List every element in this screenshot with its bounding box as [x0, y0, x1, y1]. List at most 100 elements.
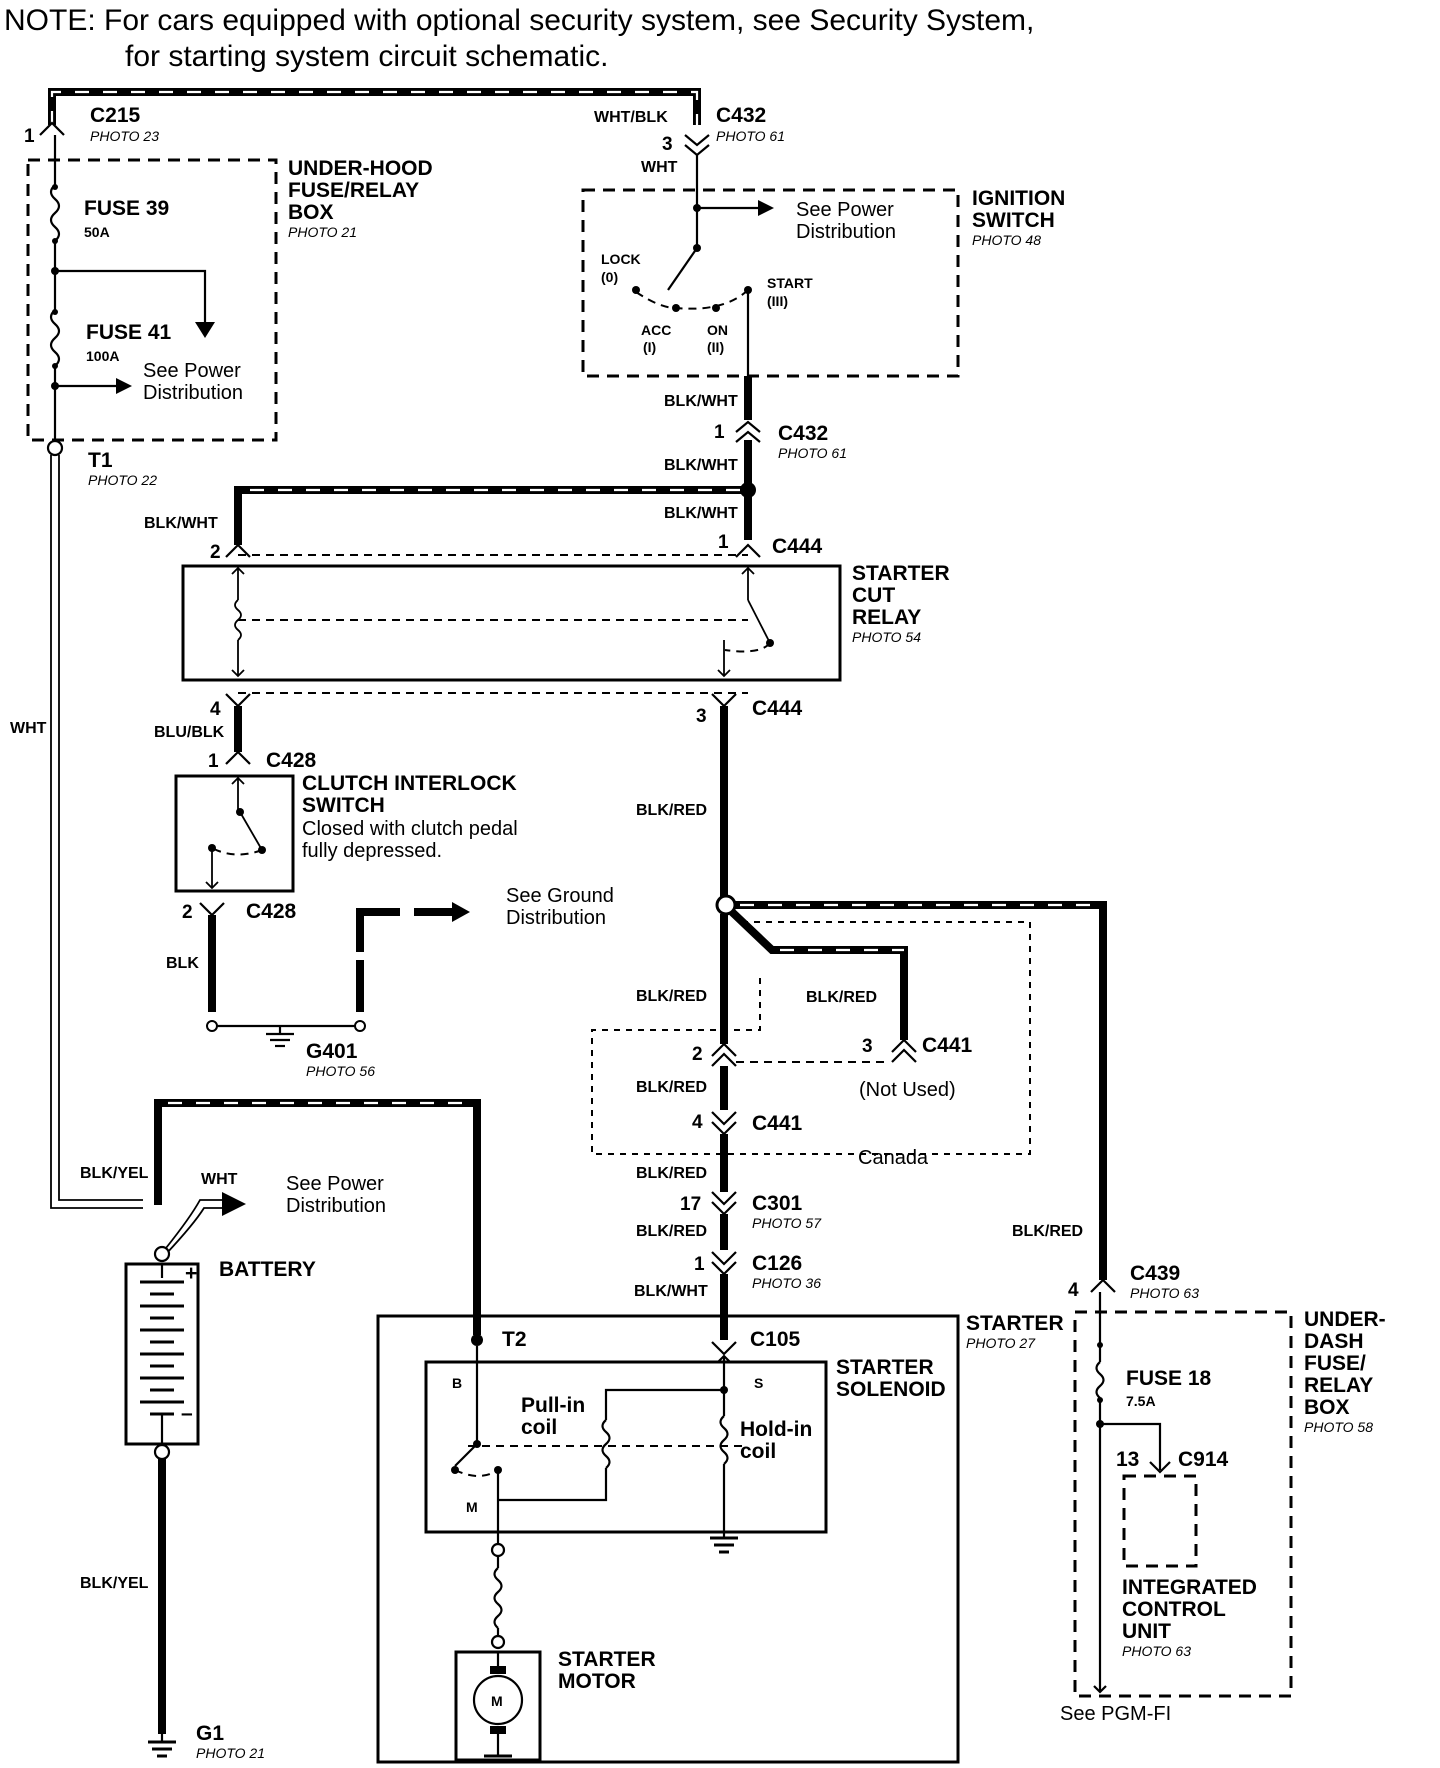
wire-label-blk-red-right: BLK/RED — [1012, 1223, 1083, 1240]
fuse-39-branch — [55, 269, 215, 338]
ignition-power-distribution: See Power Distribution — [796, 199, 896, 243]
starter-cut-relay-label: STARTER CUT RELAY PHOTO 54 — [852, 562, 950, 645]
svg-text:PHOTO 48: PHOTO 48 — [972, 232, 1041, 248]
svg-text:Pull-in: Pull-in — [521, 1394, 585, 1417]
svg-text:(0): (0) — [601, 269, 618, 285]
svg-text:C301: C301 — [752, 1192, 803, 1215]
connector-c432-bottom: 1 C432 PHOTO 61 — [714, 420, 847, 461]
wire-label-blk-yel-top: BLK/YEL — [80, 1165, 149, 1182]
wire-label-blk-wht-1: BLK/WHT — [664, 393, 738, 410]
wire-label-blk-wht-left: BLK/WHT — [144, 515, 218, 532]
svg-text:C432: C432 — [716, 104, 766, 127]
svg-text:SOLENOID: SOLENOID — [836, 1378, 946, 1401]
svg-text:(III): (III) — [767, 293, 788, 309]
svg-text:CONTROL: CONTROL — [1122, 1598, 1226, 1621]
fuse-41: FUSE 41 100A — [49, 309, 172, 440]
c215-pin: 1 — [24, 126, 35, 147]
wire-battery-to-t2 — [154, 1099, 481, 1335]
ground-distribution-note: See Ground Distribution — [506, 885, 614, 929]
svg-text:PHOTO 22: PHOTO 22 — [88, 472, 157, 488]
svg-text:PHOTO 56: PHOTO 56 — [306, 1063, 375, 1079]
ground-g1: G1 PHOTO 21 — [148, 1722, 265, 1761]
see-pgm-fi-note: See PGM-FI — [1060, 1703, 1171, 1725]
svg-text:PHOTO 63: PHOTO 63 — [1122, 1643, 1191, 1659]
note-line-1: NOTE: For cars equipped with optional se… — [4, 4, 1034, 37]
svg-text:UNIT: UNIT — [1122, 1620, 1171, 1643]
svg-text:C126: C126 — [752, 1252, 802, 1275]
connector-c441-3: 3 C441 — [862, 1034, 973, 1063]
svg-text:C441: C441 — [752, 1112, 803, 1135]
svg-text:T1: T1 — [88, 449, 113, 472]
svg-text:FUSE 18: FUSE 18 — [1126, 1367, 1212, 1390]
c215-label: C215 — [90, 104, 141, 127]
svg-text:2: 2 — [692, 1044, 703, 1065]
underdash-fuse-relay-box — [1073, 1310, 1293, 1698]
svg-text:BOX: BOX — [1304, 1396, 1350, 1419]
connector-c439: 4 C439 PHOTO 63 — [1068, 1262, 1199, 1301]
svg-text:C105: C105 — [750, 1328, 801, 1351]
svg-text:PHOTO 61: PHOTO 61 — [778, 445, 847, 461]
svg-text:Closed with clutch pedal: Closed with clutch pedal — [302, 818, 518, 840]
svg-text:Distribution: Distribution — [286, 1195, 386, 1217]
svg-text:IGNITION: IGNITION — [972, 187, 1065, 210]
wire-label-blu-blk: BLU/BLK — [154, 724, 225, 741]
svg-text:4: 4 — [1068, 1280, 1079, 1301]
svg-text:C428: C428 — [246, 900, 297, 923]
svg-text:1: 1 — [208, 751, 219, 772]
connector-c428-bottom: 2 C428 — [182, 900, 297, 923]
svg-text:STARTER: STARTER — [836, 1356, 934, 1379]
svg-text:7.5A: 7.5A — [1126, 1393, 1156, 1409]
battery-negative-terminal — [153, 1443, 171, 1461]
svg-text:UNDER-HOOD: UNDER-HOOD — [288, 157, 433, 180]
hold-in-coil-label: Hold-in coil — [740, 1418, 812, 1463]
svg-text:C439: C439 — [1130, 1262, 1180, 1285]
svg-text:SWITCH: SWITCH — [302, 794, 385, 817]
underdash-label: UNDER- DASH FUSE/ RELAY BOX PHOTO 58 — [1304, 1308, 1386, 1435]
svg-text:FUSE/RELAY: FUSE/RELAY — [288, 179, 419, 202]
svg-text:CLUTCH INTERLOCK: CLUTCH INTERLOCK — [302, 772, 517, 795]
wire-label-wht-left: WHT — [10, 720, 47, 737]
wire-top-wht — [48, 88, 701, 125]
connector-c444-bottom: 4 3 C444 — [210, 692, 803, 727]
battery-plus-sign: + — [185, 1262, 197, 1285]
svg-text:13: 13 — [1116, 1448, 1139, 1471]
fuse-41-rating: 100A — [86, 348, 119, 364]
starter-motor-symbol: M — [472, 1652, 524, 1764]
connector-c432-top: WHT/BLK C432 PHOTO 61 3 WHT — [594, 104, 785, 176]
connector-c914: 13 C914 — [1100, 1422, 1229, 1474]
clutch-interlock-label: CLUTCH INTERLOCK SWITCH Closed with clut… — [302, 772, 518, 862]
svg-text:PHOTO 21: PHOTO 21 — [288, 224, 357, 240]
svg-text:C441: C441 — [922, 1034, 973, 1057]
svg-text:PHOTO 63: PHOTO 63 — [1130, 1285, 1199, 1301]
svg-text:3: 3 — [696, 706, 707, 727]
wire-label-blk-red-3: BLK/RED — [636, 1079, 707, 1096]
svg-text:STARTER: STARTER — [852, 562, 950, 585]
svg-text:MOTOR: MOTOR — [558, 1670, 636, 1693]
svg-text:PHOTO 57: PHOTO 57 — [752, 1215, 822, 1231]
svg-text:PHOTO 21: PHOTO 21 — [196, 1745, 265, 1761]
not-used-label: (Not Used) — [859, 1079, 956, 1101]
svg-text:(II): (II) — [707, 339, 724, 355]
svg-text:RELAY: RELAY — [1304, 1374, 1373, 1397]
svg-text:T2: T2 — [502, 1328, 527, 1351]
junction-blk-red — [715, 894, 737, 916]
wire-label-blk-red-4: BLK/RED — [636, 1165, 707, 1182]
starter-label: STARTER PHOTO 27 — [966, 1312, 1064, 1351]
wire-blk-g401 — [206, 902, 470, 1032]
svg-text:PHOTO 27: PHOTO 27 — [966, 1335, 1036, 1351]
starter-motor-label: STARTER MOTOR — [558, 1648, 656, 1693]
wire-label-blk-red-branch: BLK/RED — [806, 989, 877, 1006]
fuse-39-label: FUSE 39 — [84, 197, 169, 220]
connector-c441-4: 4 C441 — [692, 1111, 803, 1136]
svg-text:See Power: See Power — [796, 199, 894, 221]
svg-text:Distribution: Distribution — [796, 221, 896, 243]
svg-text:CUT: CUT — [852, 584, 895, 607]
svg-text:M: M — [491, 1693, 503, 1709]
solenoid-internals — [451, 1346, 742, 1544]
starter-box — [376, 1314, 960, 1764]
svg-text:Hold-in: Hold-in — [740, 1418, 812, 1441]
battery-cells — [140, 1264, 184, 1444]
svg-text:UNDER-: UNDER- — [1304, 1308, 1386, 1331]
ignition-start-label: START (III) — [767, 275, 813, 309]
